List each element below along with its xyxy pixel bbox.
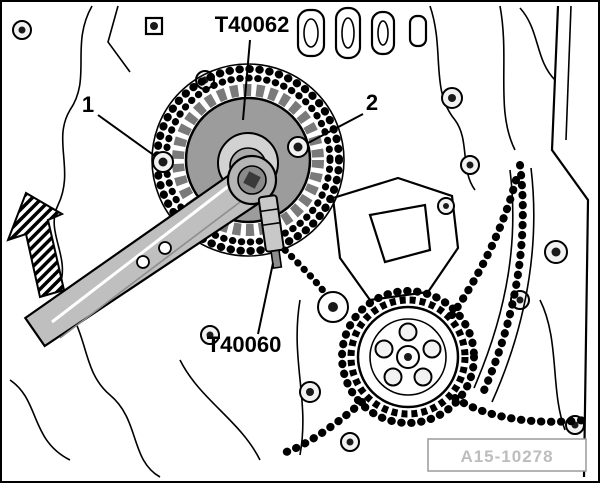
pin-tool-t40060 xyxy=(257,194,285,270)
watermark-code: A15-10278 xyxy=(460,447,553,466)
timing-chain-right-run xyxy=(282,161,589,456)
leader-line-t40062 xyxy=(242,39,251,121)
chain-guide-idler xyxy=(281,246,349,323)
square-drive xyxy=(243,171,261,189)
lever-tool xyxy=(23,154,278,348)
tool-t40060-label: T40060 xyxy=(207,332,282,357)
rotation-arrow-icon xyxy=(6,191,66,299)
engine-line-art xyxy=(9,5,590,478)
figure-reference: A15-10278 xyxy=(427,438,587,472)
bolt-1-label: 1 xyxy=(82,92,94,117)
sprocket-teeth xyxy=(172,84,324,236)
securing-bolt-2 xyxy=(287,136,309,158)
leader-line-bolt-2 xyxy=(307,113,364,144)
leader-line-t40060 xyxy=(257,262,274,335)
bolt-2-label: 2 xyxy=(366,90,378,115)
engine-bracket xyxy=(331,176,460,302)
crankshaft-sprocket xyxy=(338,287,478,427)
securing-bolt-1 xyxy=(152,151,174,173)
tool-t40062-label: T40062 xyxy=(215,12,290,37)
leader-line-bolt-1 xyxy=(97,114,156,157)
